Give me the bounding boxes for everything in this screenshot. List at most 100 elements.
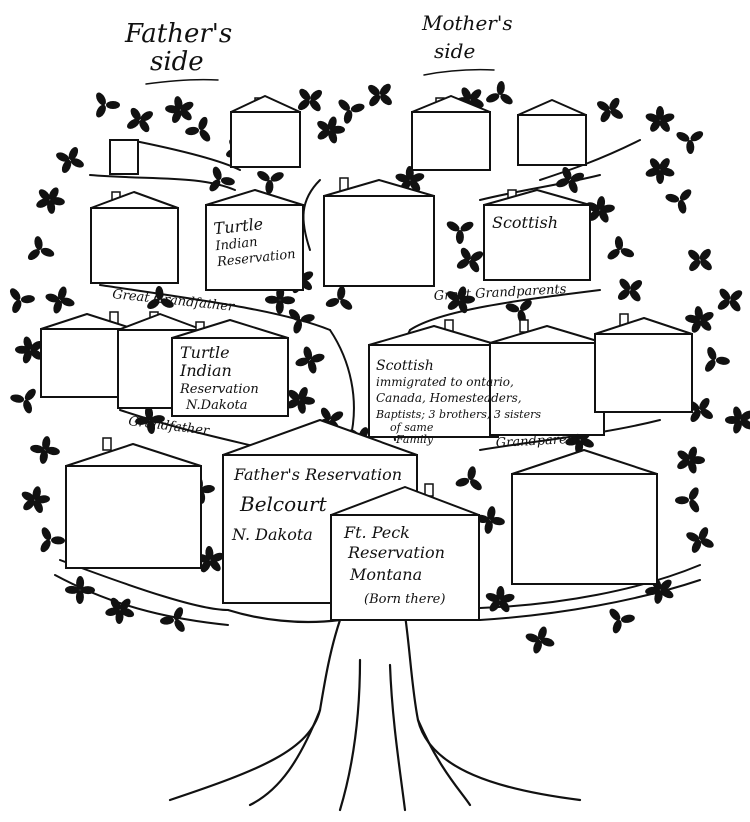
house-row1-2 — [411, 95, 491, 171]
oak-leaf-icon — [105, 597, 135, 624]
ft-peck-line2: Reservation — [347, 543, 445, 562]
text-ft-peck: Ft. Peck Reservation Montana (Born there… — [343, 523, 445, 607]
oak-leaf-icon — [209, 166, 235, 192]
ft-peck-line4: (Born there) — [364, 592, 445, 607]
fathers-reservation-line1: Father's Reservation — [233, 465, 402, 484]
scottish-row3-line1: Scottish — [376, 358, 434, 374]
oak-leaf-icon — [617, 278, 643, 302]
text-fathers-reservation: Father's Reservation Belcourt N. Dakota — [231, 465, 402, 544]
oak-leaf-icon — [45, 286, 75, 314]
label-great-grandfather: Great Grandfather — [112, 287, 236, 315]
oak-leaf-icon — [127, 107, 153, 133]
oak-leaf-icon — [325, 286, 353, 310]
house-row2-1 — [90, 191, 179, 284]
scottish-row3-line4: Baptists; 3 brothers, 3 sisters — [375, 408, 541, 421]
oak-leaf-icon — [607, 236, 635, 260]
turtle-row3-line3: Reservation — [179, 382, 259, 397]
house-row4-right — [511, 449, 658, 585]
oak-leaf-icon — [455, 466, 482, 491]
oak-leaf-icon — [475, 506, 505, 534]
house-row4-1 — [65, 437, 202, 569]
oak-leaf-icon — [9, 288, 35, 313]
oak-leaf-icon — [665, 189, 692, 214]
oak-leaf-icon — [36, 187, 65, 214]
oak-leaf-icon — [676, 131, 704, 154]
heading-mothers-side: Mother's side — [421, 11, 513, 76]
oak-leaf-icon — [10, 388, 36, 414]
house-scottish-row3 — [368, 319, 499, 438]
scottish-row3-line3: Canada, Homesteaders, — [376, 391, 522, 405]
house-row1-1 — [230, 95, 301, 168]
oak-leaf-icon — [65, 576, 95, 604]
mothers-side-line1: Mother's — [421, 11, 513, 35]
house-row1-left-partial — [109, 139, 139, 175]
label-great-grandparents: Great Grandparents — [433, 282, 567, 304]
oak-leaf-icon — [185, 116, 211, 142]
text-scottish-row3: Scottish immigrated to ontario, Canada, … — [375, 358, 541, 446]
oak-leaf-icon — [555, 166, 585, 194]
oak-leaf-icon — [505, 299, 532, 324]
ft-peck-line1: Ft. Peck — [343, 523, 410, 542]
oak-leaf-icon — [298, 88, 322, 112]
oak-leaf-icon — [21, 486, 50, 513]
oak-leaf-icon — [265, 286, 295, 314]
oak-leaf-icon — [195, 546, 225, 573]
oak-leaf-icon — [725, 406, 750, 434]
oak-leaf-icon — [705, 346, 730, 372]
oak-leaf-icon — [27, 236, 55, 261]
house-ft-peck — [330, 483, 480, 621]
oak-leaf-icon — [688, 248, 712, 272]
house-row2-center — [323, 177, 435, 287]
turtle-row3-line4: N.Dakota — [185, 398, 248, 413]
house-turtle-row2 — [205, 189, 304, 291]
oak-leaf-icon — [30, 436, 60, 464]
ft-peck-line3: Montana — [349, 565, 422, 584]
oak-leaf-icon — [597, 97, 623, 123]
oak-leaf-icon — [486, 81, 513, 105]
scottish-row3-line2: immigrated to ontario, — [376, 375, 514, 389]
oak-leaf-icon — [368, 83, 392, 107]
oak-leaf-icon — [645, 577, 674, 604]
oak-leaf-icon — [717, 288, 743, 312]
foliage — [9, 81, 750, 654]
house-turtle-row3 — [171, 319, 289, 417]
oak-leaf-icon — [40, 527, 65, 553]
mothers-side-line2: side — [434, 39, 475, 63]
oak-leaf-icon — [525, 626, 555, 654]
label-grandfather: Grandfather — [128, 414, 211, 439]
oak-leaf-icon — [686, 527, 714, 553]
fathers-side-line2: side — [150, 47, 204, 77]
turtle-row3-line2: Indian — [179, 361, 232, 380]
scottish-row3-line6: Family — [395, 433, 434, 446]
turtle-row3-line1: Turtle — [180, 343, 230, 362]
oak-leaf-icon — [456, 247, 484, 273]
oak-leaf-icon — [135, 406, 165, 434]
oak-leaf-icon — [675, 487, 700, 513]
oak-leaf-icon — [56, 147, 84, 173]
oak-leaf-icon — [96, 92, 120, 118]
oak-leaf-icon — [295, 346, 325, 374]
oak-leaf-icon — [446, 221, 474, 244]
turtle-row2-line2: Indian — [214, 235, 258, 254]
oak-leaf-icon — [609, 608, 635, 634]
oak-leaf-icon — [317, 116, 345, 144]
oak-leaf-icon — [645, 158, 675, 184]
house-row1-3 — [517, 99, 587, 166]
oak-leaf-icon — [286, 387, 315, 414]
oak-leaf-icon — [338, 99, 365, 124]
oak-leaf-icon — [677, 446, 705, 474]
oak-leaf-icon — [165, 96, 194, 123]
tree-trunk — [168, 608, 582, 812]
text-turtle-row3: Turtle Indian Reservation N.Dakota — [179, 343, 259, 413]
oak-leaf-icon — [257, 170, 284, 194]
fathers-reservation-line2: Belcourt — [239, 492, 328, 516]
oak-leaf-icon — [15, 336, 43, 364]
house-scottish-row2 — [483, 189, 591, 281]
label-grandparents: Grandparents — [495, 431, 587, 451]
heading-fathers-side: Father's side — [124, 19, 232, 85]
oak-leaf-icon — [485, 586, 515, 613]
oak-leaf-icon — [685, 306, 714, 333]
fathers-reservation-line3: N. Dakota — [231, 525, 313, 544]
